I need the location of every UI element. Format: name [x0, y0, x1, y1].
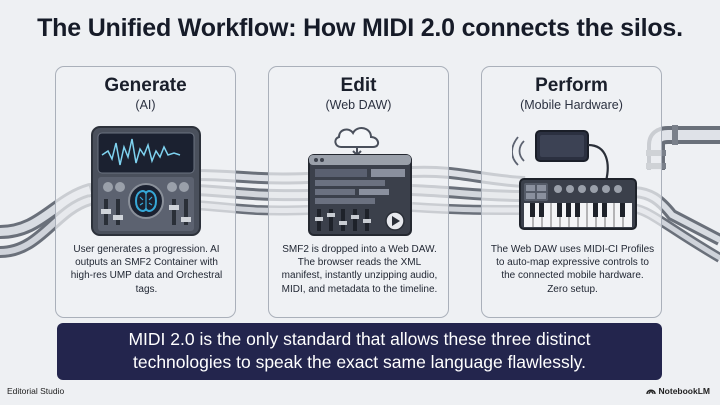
stage-heading: Perform [535, 75, 608, 96]
notebooklm-logo-icon [645, 389, 656, 395]
stage-description: SMF2 is dropped into a Web DAW. The brow… [281, 244, 438, 295]
mobile-keyboard-icon [512, 130, 637, 230]
stage-description: User generates a progression. AI outputs… [70, 244, 223, 295]
footer-credit: Editorial Studio [7, 386, 65, 396]
stage-subtitle: (Mobile Hardware) [520, 98, 623, 112]
banner-line-1: MIDI 2.0 is the only standard that allow… [128, 329, 591, 349]
stage-heading: Edit [340, 75, 377, 96]
footer-brand: NotebookLM [645, 386, 710, 396]
stage-description: The Web DAW uses MIDI-CI Profiles to aut… [490, 244, 655, 295]
ai-synth-icon [91, 126, 201, 236]
stage-heading: Generate [104, 75, 187, 96]
stage-card-perform: Perform (Mobile Hardware) [481, 66, 662, 318]
page-title: The Unified Workflow: How MIDI 2.0 conne… [37, 14, 683, 42]
banner-line-2: technologies to speak the exact same lan… [132, 352, 586, 372]
web-daw-icon [308, 127, 412, 236]
footer-brand-text: NotebookLM [658, 386, 710, 396]
stage-subtitle: (Web DAW) [325, 98, 392, 112]
stage-card-generate: Generate (AI) User generates a progressi… [55, 66, 236, 318]
stage-subtitle: (AI) [135, 98, 156, 112]
stage-card-edit: Edit (Web DAW) SMF2 is dropped into a We… [268, 66, 449, 318]
summary-banner: MIDI 2.0 is the only standard that allow… [57, 323, 662, 380]
